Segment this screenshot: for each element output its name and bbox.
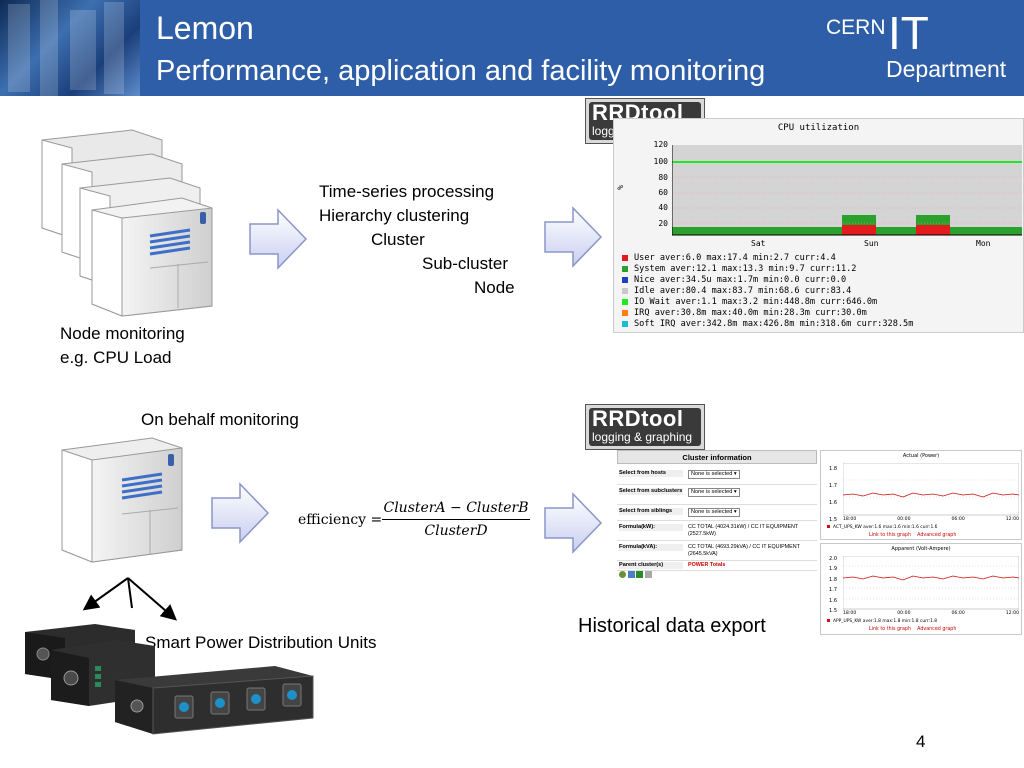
- node-monitoring-label: Node monitoring: [60, 324, 185, 343]
- export-icon[interactable]: [627, 571, 635, 578]
- formula-denominator: ClusterD: [424, 523, 488, 539]
- cern-it-logo: CERN IT Department: [826, 7, 1007, 82]
- chart-links: Link to this graph Advanced graph: [869, 627, 956, 632]
- legend-item: Idle aver:80.4 max:83.7 min:68.6 curr:83…: [622, 286, 851, 296]
- cluster-row: Select from subclusters None is selected…: [617, 486, 817, 505]
- x-tick-label: Mon: [976, 239, 991, 248]
- y-tick-label: 80: [658, 173, 668, 182]
- server-image: [61, 437, 183, 563]
- advanced-graph-link[interactable]: Advanced graph: [917, 533, 957, 538]
- slide-header: [0, 0, 1024, 96]
- chart-links: Link to this graph Advanced graph: [869, 533, 956, 538]
- x-tick-label: Sat: [751, 239, 766, 248]
- right-arrow-icon: [544, 492, 603, 554]
- cpu-utilization-chart: CPU utilization 120 100 80 60 40 20 % Sa…: [613, 118, 1024, 333]
- y-tick-label: 40: [658, 203, 668, 212]
- sub-cluster-text: Sub-cluster: [422, 254, 508, 273]
- pdu-units-image: [25, 624, 314, 735]
- on-behalf-label: On behalf monitoring: [141, 410, 299, 429]
- y-tick-label: 60: [658, 188, 668, 197]
- link-to-graph[interactable]: Link to this graph: [869, 627, 912, 632]
- fraction-bar: [382, 519, 530, 520]
- legend-item: Nice aver:34.5u max:1.7m min:0.0 curr:0.…: [622, 275, 846, 285]
- slide-title: Lemon: [156, 10, 254, 46]
- cluster-row: Parent cluster(s) POWER Totals: [617, 560, 817, 571]
- right-arrow-icon: [211, 482, 270, 544]
- export-icons: [619, 571, 653, 580]
- export-icon[interactable]: [645, 571, 653, 578]
- power-plot: [843, 463, 1019, 516]
- cluster-row: Formula(kVA): CC TOTAL (4693.29kVA) / CC…: [617, 542, 817, 561]
- legend-item: User aver:6.0 max:17.4 min:2.7 curr:4.4: [622, 253, 836, 263]
- cluster-text: Cluster: [371, 230, 425, 249]
- time-series-text: Time-series processing: [319, 182, 495, 201]
- cluster-panel-title: Cluster information: [617, 450, 817, 464]
- y-tick-label: 120: [653, 140, 668, 149]
- header-photo: [0, 0, 140, 96]
- server-stack-image: [41, 129, 213, 317]
- branch-arrows: [82, 577, 178, 621]
- legend-item: IRQ aver:30.8m max:40.0m min:28.3m curr:…: [622, 308, 867, 318]
- cluster-row: Select from siblings None is selected ▾: [617, 506, 817, 521]
- right-arrow-icon: [249, 208, 308, 270]
- export-icon[interactable]: [619, 571, 626, 578]
- apparent-plot: [843, 556, 1019, 610]
- historical-data-export-label: Historical data export: [578, 615, 766, 637]
- x-tick-label: Sun: [864, 239, 879, 248]
- legend-item: Soft IRQ aver:342.8m max:426.8m min:318.…: [622, 319, 913, 329]
- smart-pdu-label: Smart Power Distribution Units: [145, 633, 377, 652]
- y-unit-label: %: [615, 185, 625, 190]
- legend-item: IO Wait aver:1.1 max:3.2 min:448.8m curr…: [622, 297, 877, 307]
- excel-icon[interactable]: [636, 571, 644, 578]
- legend-item: System aver:12.1 max:13.3 min:9.7 curr:1…: [622, 264, 856, 274]
- y-tick-label: 100: [653, 157, 668, 166]
- cluster-row: Select from hosts None is selected ▾: [617, 468, 817, 485]
- subclusters-select[interactable]: None is selected ▾: [688, 488, 740, 497]
- formula-label: efficiency =: [298, 512, 383, 528]
- hosts-select[interactable]: None is selected ▾: [688, 470, 740, 479]
- hierarchy-text: Hierarchy clustering: [319, 206, 470, 225]
- slide-subtitle: Performance, application and facility mo…: [156, 55, 766, 87]
- cluster-information-panel: Cluster information Select from hosts No…: [617, 450, 817, 580]
- node-monitoring-example: e.g. CPU Load: [60, 348, 172, 367]
- formula-numerator: ClusterA − ClusterB: [383, 500, 529, 516]
- mini-legend: ACT_UPS_KW aver:1.6 max:1.6 min:1.6 curr…: [827, 525, 937, 530]
- node-text: Node: [474, 278, 515, 297]
- page-number: 4: [916, 732, 926, 751]
- mini-chart-title: Actual (Power): [902, 453, 940, 459]
- siblings-select[interactable]: None is selected ▾: [688, 508, 740, 517]
- cluster-row: Formula(kW): CC TOTAL (4024.31kW) / CC I…: [617, 522, 817, 541]
- cpu-chart-title: CPU utilization: [777, 123, 860, 133]
- right-arrow-icon: [544, 206, 603, 268]
- y-tick-label: 20: [658, 219, 668, 228]
- mini-chart-title: Apparent (Volt-Ampere): [891, 546, 951, 552]
- rrdtool-logo: RRDtool logging & graphing: [585, 404, 705, 450]
- advanced-graph-link[interactable]: Advanced graph: [917, 627, 957, 632]
- mini-legend: APP_UPS_KW aver:1.8 max:1.8 min:1.8 curr…: [827, 619, 937, 624]
- link-to-graph[interactable]: Link to this graph: [869, 533, 912, 538]
- cpu-plot-area: [672, 145, 1022, 236]
